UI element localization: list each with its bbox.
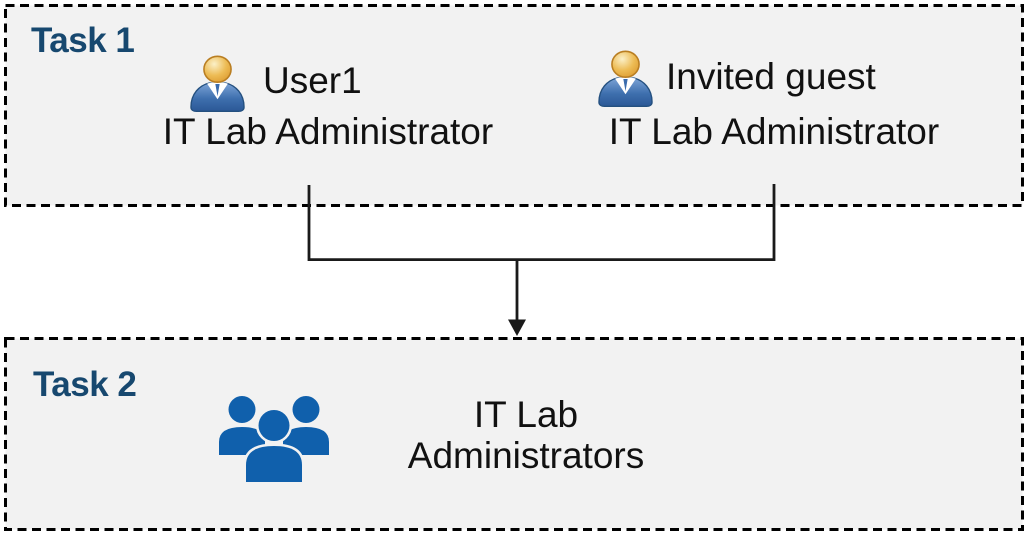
task1-heading: Task 1 [31,21,135,60]
group-name-line2: Administrators [407,435,645,476]
users-group-icon [219,396,329,482]
invited-guest-role-label: IT Lab Administrator [608,111,940,152]
person-icon [190,55,245,112]
invited-guest-name-label: Invited guest [666,56,876,97]
connector-lines [307,184,776,322]
user1-role-label: IT Lab Administrator [162,111,494,152]
group-name-line1: IT Lab [473,394,579,435]
task2-heading: Task 2 [33,365,137,404]
task1-box [4,4,1024,207]
task2-box [4,337,1024,531]
merge-down-arrow-icon [508,319,526,336]
person-icon [598,50,653,107]
user1-name-label: User1 [263,60,362,101]
group-name-label: IT Lab Administrators [396,394,656,476]
